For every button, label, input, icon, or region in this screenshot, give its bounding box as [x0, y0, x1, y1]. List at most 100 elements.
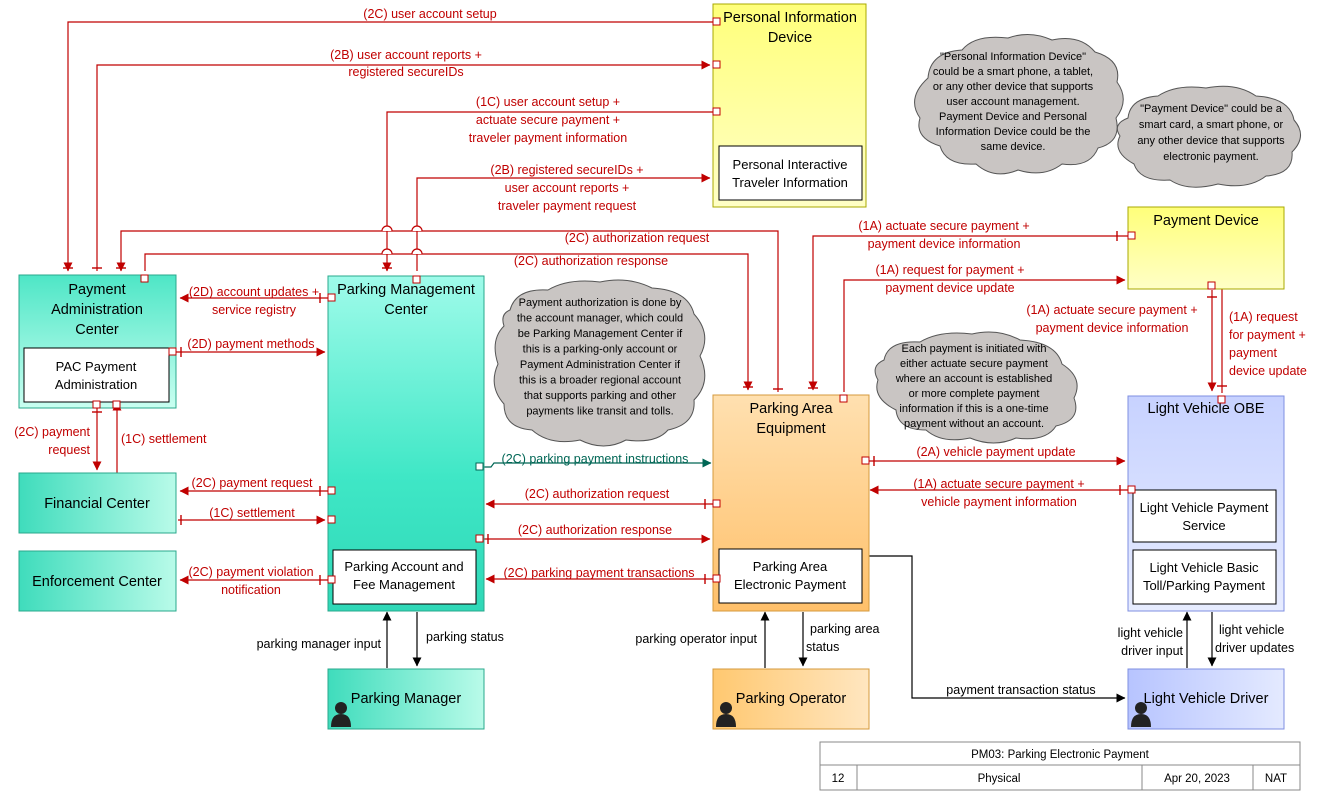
flow-label-pae-request-to-pd: (1A) request for payment +payment device…	[875, 263, 1024, 295]
node-title-line: Equipment	[756, 421, 825, 437]
subsystem-label-line: PAC Payment	[56, 359, 137, 374]
title-block-number: 12	[832, 773, 845, 785]
node-title-line: Administration	[51, 302, 143, 318]
node-enforcement-center[interactable]: Enforcement Center	[18, 550, 177, 612]
subsystem-label-line: Parking Area	[753, 559, 828, 574]
flow-line-parking-payment-instructions	[479, 458, 712, 468]
flow-label-user-account-reports: (2B) user account reports +registered se…	[330, 48, 482, 79]
flow-label-account-updates: (2D) account updates +service registry	[189, 285, 319, 317]
flow-label-fc-settlement: (1C) settlement	[121, 432, 207, 446]
node-title-line: Parking Management	[337, 282, 475, 298]
flow-label-parking-operator-input: parking operator input	[635, 632, 757, 646]
subsystem-label-line: Service	[1182, 518, 1225, 533]
flow-line-payment-transaction-status	[868, 555, 1126, 703]
subsystem-label-line: Electronic Payment	[734, 577, 846, 592]
flow-label-user-account-setup: (2C) user account setup	[363, 7, 496, 21]
node-title-line: Payment	[68, 282, 125, 298]
title-block-scope: NAT	[1265, 773, 1287, 785]
node-title-line: Light Vehicle OBE	[1148, 401, 1265, 417]
flow-label-payment-transaction-status: payment transaction status	[946, 683, 1095, 697]
flow-line-pac-auth-response	[144, 253, 753, 391]
subsystem-label-line: Parking Account and	[344, 559, 463, 574]
flow-label-parking-transactions: (2C) parking payment transactions	[503, 566, 694, 580]
node-light-vehicle-driver[interactable]: Light Vehicle Driver	[1127, 668, 1285, 730]
flow-label-pmc-settlement: (1C) settlement	[209, 506, 295, 520]
subsystem-label-line: Light Vehicle Payment	[1140, 500, 1269, 515]
subsystem-label-line: Toll/Parking Payment	[1143, 578, 1265, 593]
flow-line-user-account-reports	[96, 60, 711, 271]
flow-label-parking-manager-input: parking manager input	[257, 637, 382, 651]
flow-label-fc-payment-request: (2C) payment request	[192, 476, 313, 490]
flow-label-parking-payment-instructions: (2C) parking payment instructions	[502, 452, 689, 466]
subsystem-label-line: Personal Interactive	[733, 157, 848, 172]
node-title-line: Parking Manager	[351, 691, 462, 707]
flow-line-user-account-setup	[63, 21, 716, 272]
node-title-line: Parking Operator	[736, 691, 847, 707]
title-block: PM03: Parking Electronic Payment 12 Phys…	[819, 741, 1301, 791]
node-payment-device[interactable]: Payment Device	[1127, 206, 1285, 290]
node-title-line: Light Vehicle Driver	[1144, 691, 1269, 707]
flow-label-pac-auth-request: (2C) authorization request	[565, 231, 710, 245]
flow-label-pae-auth-response: (2C) authorization response	[518, 523, 672, 537]
node-title-line: Center	[384, 302, 428, 318]
node-parking-operator[interactable]: Parking Operator	[712, 668, 870, 730]
node-title-line: Financial Center	[44, 496, 150, 512]
node-parking-manager[interactable]: Parking Manager	[327, 668, 485, 730]
node-title-line: Enforcement Center	[32, 574, 162, 590]
flow-label-payment-methods: (2D) payment methods	[187, 337, 314, 351]
node-title-line: Device	[768, 30, 812, 46]
subsystem-label-line: Fee Management	[353, 577, 455, 592]
title-block-date: Apr 20, 2023	[1164, 773, 1230, 785]
flow-line-pac-auth-request	[116, 230, 779, 392]
flow-label-vehicle-actuate: (1A) actuate secure payment +vehicle pay…	[913, 477, 1084, 509]
flow-label-pae-auth-request: (2C) authorization request	[525, 487, 670, 501]
flow-line-pae-request-to-pd	[843, 275, 1126, 392]
flow-label-pd-to-obe: (1A) actuate secure payment +payment dev…	[1026, 303, 1197, 335]
subsystem-label-line: Administration	[55, 377, 137, 392]
person-icon	[331, 702, 351, 727]
node-financial-center[interactable]: Financial Center	[18, 472, 177, 534]
subsystem-label-line: Light Vehicle Basic	[1149, 560, 1259, 575]
note-personal-information-device: "Personal Information Device"could be a …	[914, 34, 1124, 175]
node-title-line: Parking Area	[749, 401, 833, 417]
person-icon	[716, 702, 736, 727]
flow-label-pd-actuate-to-pae: (1A) actuate secure payment +payment dev…	[858, 219, 1029, 251]
title-block-title: PM03: Parking Electronic Payment	[971, 749, 1149, 761]
svg-text:"Personal Information Device"c: "Personal Information Device"could be a …	[933, 51, 1094, 153]
flow-label-parking-status: parking status	[426, 630, 504, 644]
flow-line-pd-actuate-to-pae	[808, 235, 1131, 391]
flow-line-registered-secureids	[416, 173, 711, 271]
flow-label-registered-secureids: (2B) registered secureIDs +user account …	[490, 163, 643, 213]
title-block-view: Physical	[978, 773, 1021, 785]
flow-label-vehicle-payment-update: (2A) vehicle payment update	[916, 445, 1075, 459]
flow-line-pmc-to-pid	[382, 111, 716, 272]
node-title-line: Payment Device	[1153, 213, 1259, 229]
